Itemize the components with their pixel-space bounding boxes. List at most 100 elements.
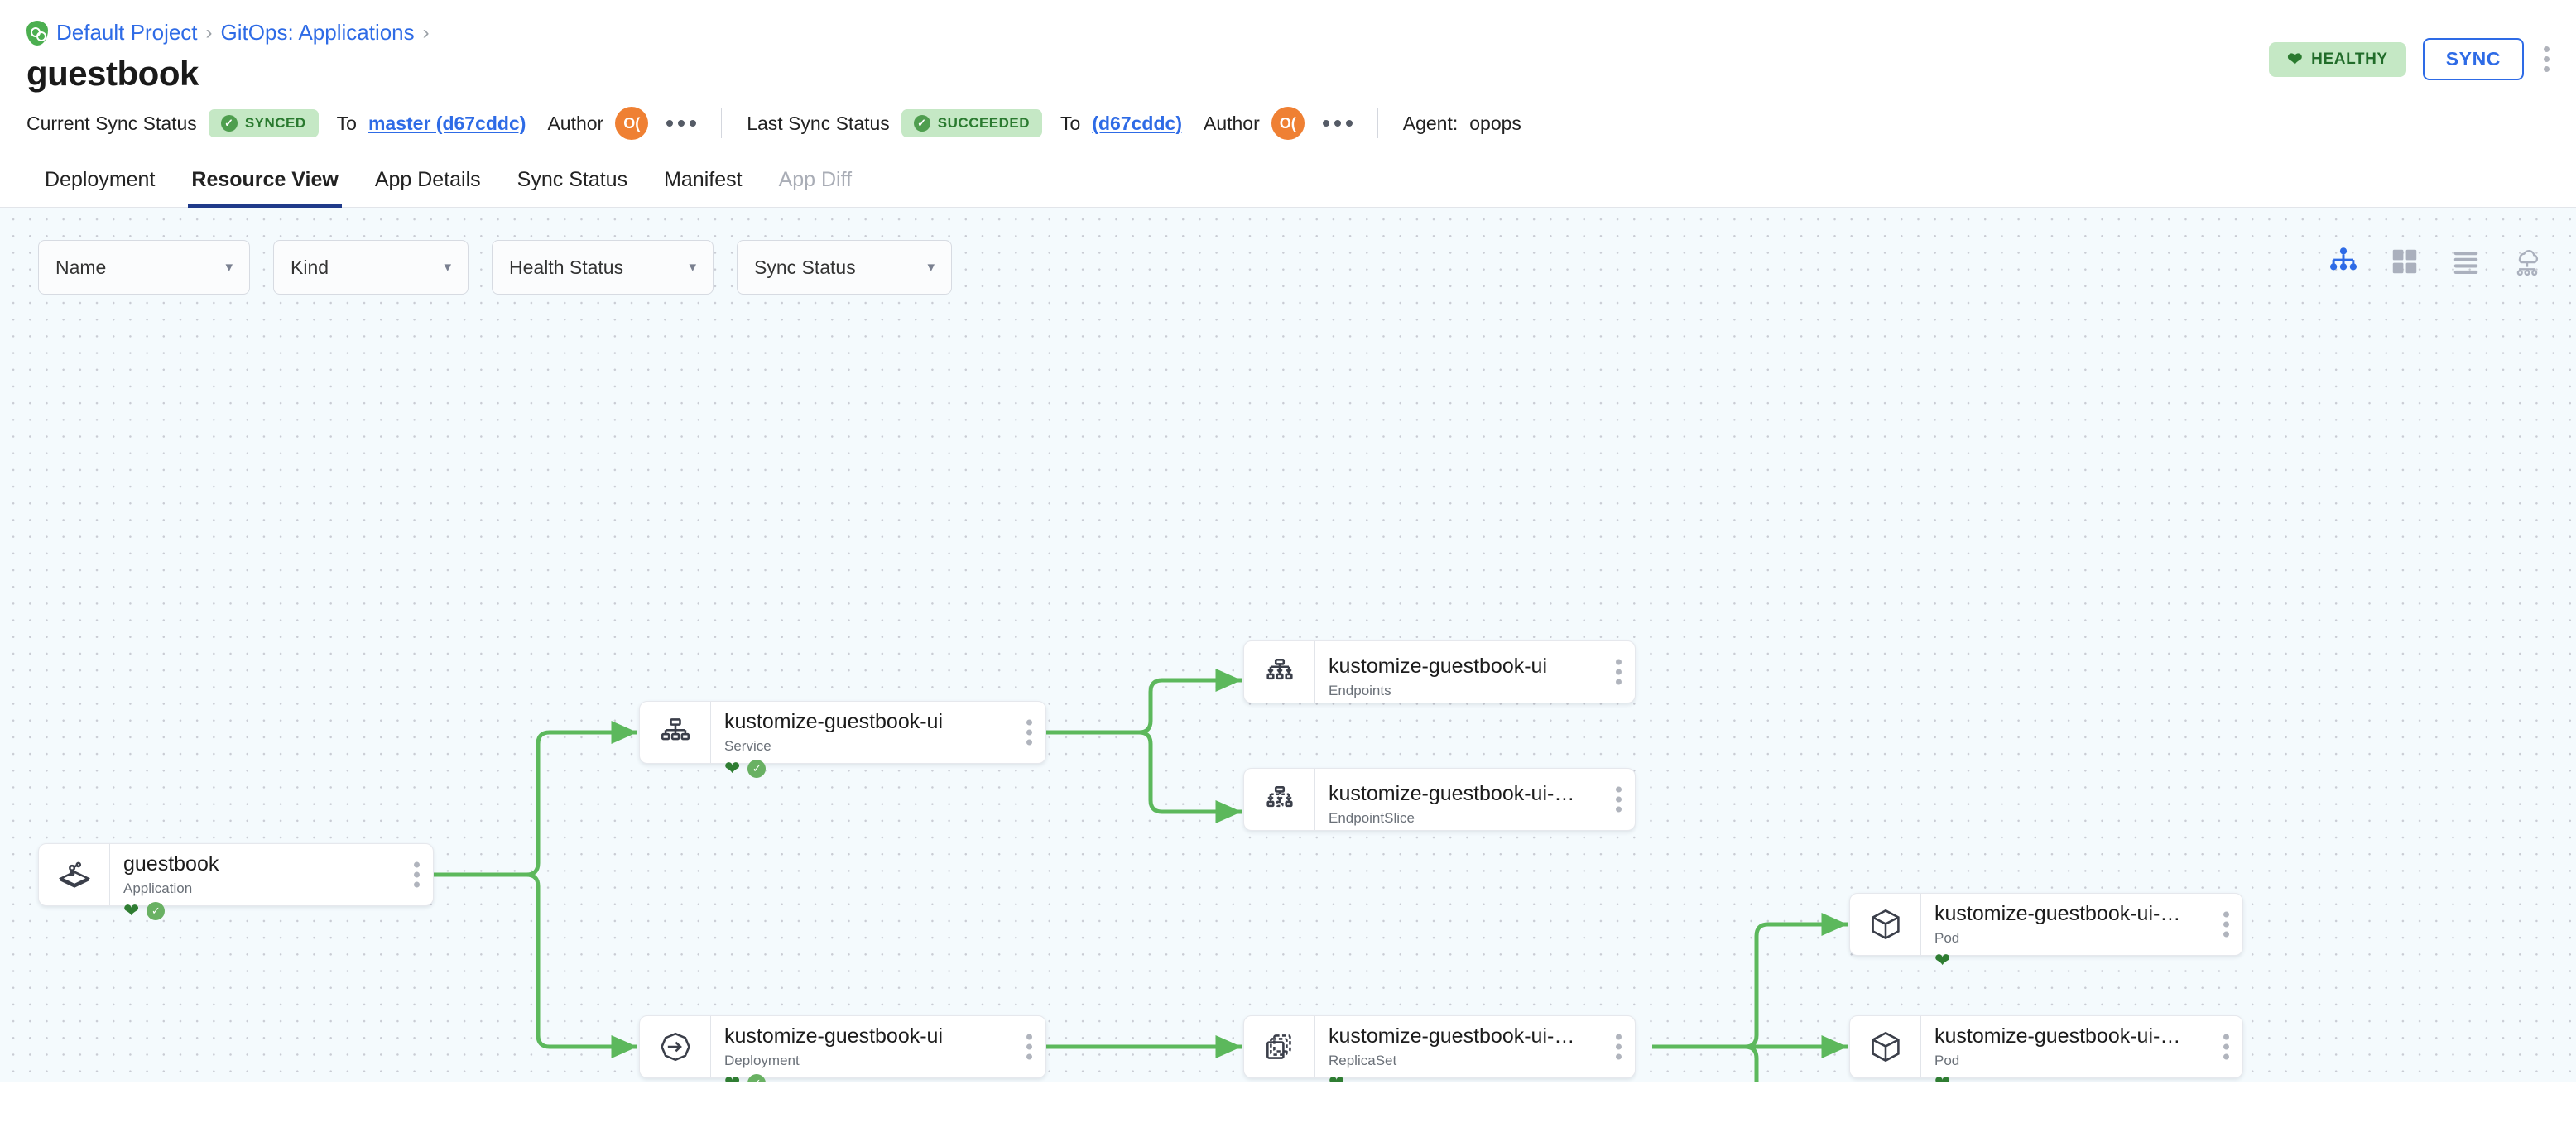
graph-node-endpointslice[interactable]: kustomize-guestbook-ui-… EndpointSlice [1243, 768, 1636, 831]
tab-deployment[interactable]: Deployment [45, 168, 156, 191]
avatar[interactable]: O( [615, 107, 649, 140]
node-title: kustomize-guestbook-ui-… [1329, 782, 1575, 805]
node-kebab-menu-icon[interactable] [414, 861, 420, 888]
filter-kind-label: Kind [291, 256, 329, 278]
kebab-dot [1026, 729, 1032, 736]
check-circle-icon: ✓ [913, 115, 930, 132]
current-sync-chip-label: SYNCED [244, 115, 306, 131]
node-body: guestbook Application ❤ ✓ [110, 844, 433, 920]
kebab-dot [1026, 1034, 1032, 1040]
health-heart-icon: ❤ [1934, 949, 1951, 971]
node-kebab-menu-icon[interactable] [1026, 719, 1032, 746]
graph-node-endpoints[interactable]: kustomize-guestbook-ui Endpoints [1243, 640, 1636, 703]
node-kebab-menu-icon[interactable] [2223, 911, 2229, 938]
node-body: kustomize-guestbook-ui Service ❤ ✓ [711, 702, 1045, 778]
graph-node-deployment[interactable]: kustomize-guestbook-ui Deployment ❤ ✓ [639, 1015, 1046, 1082]
kebab-dot [414, 861, 420, 868]
last-sync-to-label: To [1060, 112, 1081, 134]
graph-node-replicaset[interactable]: kustomize-guestbook-ui-… ReplicaSet ❤ [1243, 1015, 1636, 1082]
endpoints-icon [1244, 641, 1315, 703]
tree-view-icon[interactable] [2328, 246, 2359, 277]
pod-icon [1850, 894, 1921, 955]
resource-graph-canvas[interactable]: Name ▾ Kind ▾ Health Status ▾ Sync Statu… [0, 208, 2576, 1082]
chevron-down-icon: ▾ [927, 259, 935, 275]
current-sync-more-icon[interactable] [666, 120, 697, 127]
filter-name-label: Name [55, 256, 107, 278]
tab-app-details[interactable]: App Details [374, 168, 481, 191]
breadcrumb-separator-1: › [205, 21, 213, 44]
network-view-icon[interactable] [2511, 246, 2543, 277]
last-sync-status-label: Last Sync Status [747, 112, 890, 134]
node-body: kustomize-guestbook-ui-… Pod ❤ [1921, 894, 2242, 970]
header-actions: ❤ HEALTHY SYNC [2269, 38, 2553, 80]
filter-name-select[interactable]: Name ▾ [38, 240, 250, 295]
last-sync-revision-link[interactable]: (d67cddc) [1092, 112, 1182, 134]
filter-sync-status-select[interactable]: Sync Status ▾ [737, 240, 952, 295]
graph-node-service[interactable]: kustomize-guestbook-ui Service ❤ ✓ [639, 701, 1046, 778]
kebab-dot [2544, 66, 2550, 72]
breadcrumb-separator-2: › [422, 21, 430, 44]
status-badge-health: ❤ HEALTHY [2269, 41, 2406, 77]
last-sync-author-label: Author [1203, 112, 1260, 134]
replicaset-icon [1244, 1016, 1315, 1077]
tab-sync-status[interactable]: Sync Status [517, 168, 628, 191]
tab-resource-view[interactable]: Resource View [173, 156, 356, 208]
divider [721, 108, 723, 138]
service-icon [640, 702, 711, 763]
graph-node-pod-1[interactable]: kustomize-guestbook-ui-… Pod ❤ [1849, 893, 2243, 970]
node-title: kustomize-guestbook-ui-… [1934, 1024, 2181, 1048]
kebab-dot [1616, 1043, 1622, 1050]
tab-app-diff: App Diff [778, 168, 853, 191]
node-badges: ❤ ✓ [724, 758, 1045, 780]
sync-button[interactable]: SYNC [2422, 38, 2524, 80]
chevron-down-icon: ▾ [444, 259, 451, 275]
filter-health-status-select[interactable]: Health Status ▾ [492, 240, 714, 295]
node-kind: Pod [1934, 1052, 1960, 1068]
kebab-dot [2223, 1034, 2229, 1040]
kebab-dot [1616, 669, 1622, 675]
node-title: kustomize-guestbook-ui [724, 710, 944, 733]
node-title: kustomize-guestbook-ui-… [1934, 902, 2181, 925]
node-badges: ❤ [1934, 950, 2242, 971]
node-kebab-menu-icon[interactable] [1616, 786, 1622, 813]
health-heart-icon: ❤ [1934, 1073, 1950, 1082]
grid-view-icon[interactable] [2389, 246, 2420, 277]
node-kebab-menu-icon[interactable] [2223, 1034, 2229, 1060]
tab-manifest[interactable]: Manifest [664, 168, 743, 191]
list-view-icon[interactable] [2450, 246, 2482, 277]
pod-icon [1850, 1016, 1921, 1077]
node-body: kustomize-guestbook-ui-… ReplicaSet ❤ [1315, 1016, 1635, 1082]
filter-health-label: Health Status [509, 256, 624, 278]
current-sync-status-chip: ✓ SYNCED [208, 109, 319, 137]
last-sync-more-icon[interactable] [1322, 120, 1353, 127]
node-kebab-menu-icon[interactable] [1616, 659, 1622, 685]
node-kebab-menu-icon[interactable] [1616, 1034, 1622, 1060]
node-badges: ❤ [1329, 1072, 1635, 1082]
node-kind: ReplicaSet [1329, 1052, 1397, 1068]
node-body: kustomize-guestbook-ui Endpoints [1315, 641, 1635, 703]
current-sync-author-label: Author [547, 112, 604, 134]
graph-node-application[interactable]: guestbook Application ❤ ✓ [38, 843, 434, 920]
kebab-dot [1322, 120, 1329, 127]
kebab-dot [1616, 796, 1622, 803]
page-header: Default Project › GitOps: Applications ›… [0, 0, 2576, 94]
view-toggle-group [2328, 246, 2543, 277]
filter-row: Name ▾ Kind ▾ Health Status ▾ Sync Statu… [38, 240, 952, 295]
current-sync-status-label: Current Sync Status [26, 112, 197, 134]
kebab-menu-icon[interactable] [2540, 43, 2553, 75]
sync-check-icon: ✓ [147, 901, 166, 920]
breadcrumb-link-project[interactable]: Default Project [56, 20, 198, 45]
breadcrumb-link-applications[interactable]: GitOps: Applications [220, 20, 415, 45]
graph-node-pod-2[interactable]: kustomize-guestbook-ui-… Pod ❤ [1849, 1015, 2243, 1082]
avatar[interactable]: O( [1271, 107, 1305, 140]
current-sync-revision-link[interactable]: master (d67cddc) [368, 112, 526, 134]
filter-kind-select[interactable]: Kind ▾ [273, 240, 469, 295]
node-kebab-menu-icon[interactable] [1026, 1034, 1032, 1060]
node-body: kustomize-guestbook-ui-… EndpointSlice [1315, 769, 1635, 830]
kebab-dot [2223, 931, 2229, 938]
node-kind: EndpointSlice [1329, 809, 1415, 826]
current-sync-to-label: To [336, 112, 357, 134]
agent-label: Agent: [1402, 112, 1459, 134]
health-heart-icon: ❤ [724, 1073, 740, 1082]
node-badges: ❤ ✓ [724, 1072, 1045, 1082]
